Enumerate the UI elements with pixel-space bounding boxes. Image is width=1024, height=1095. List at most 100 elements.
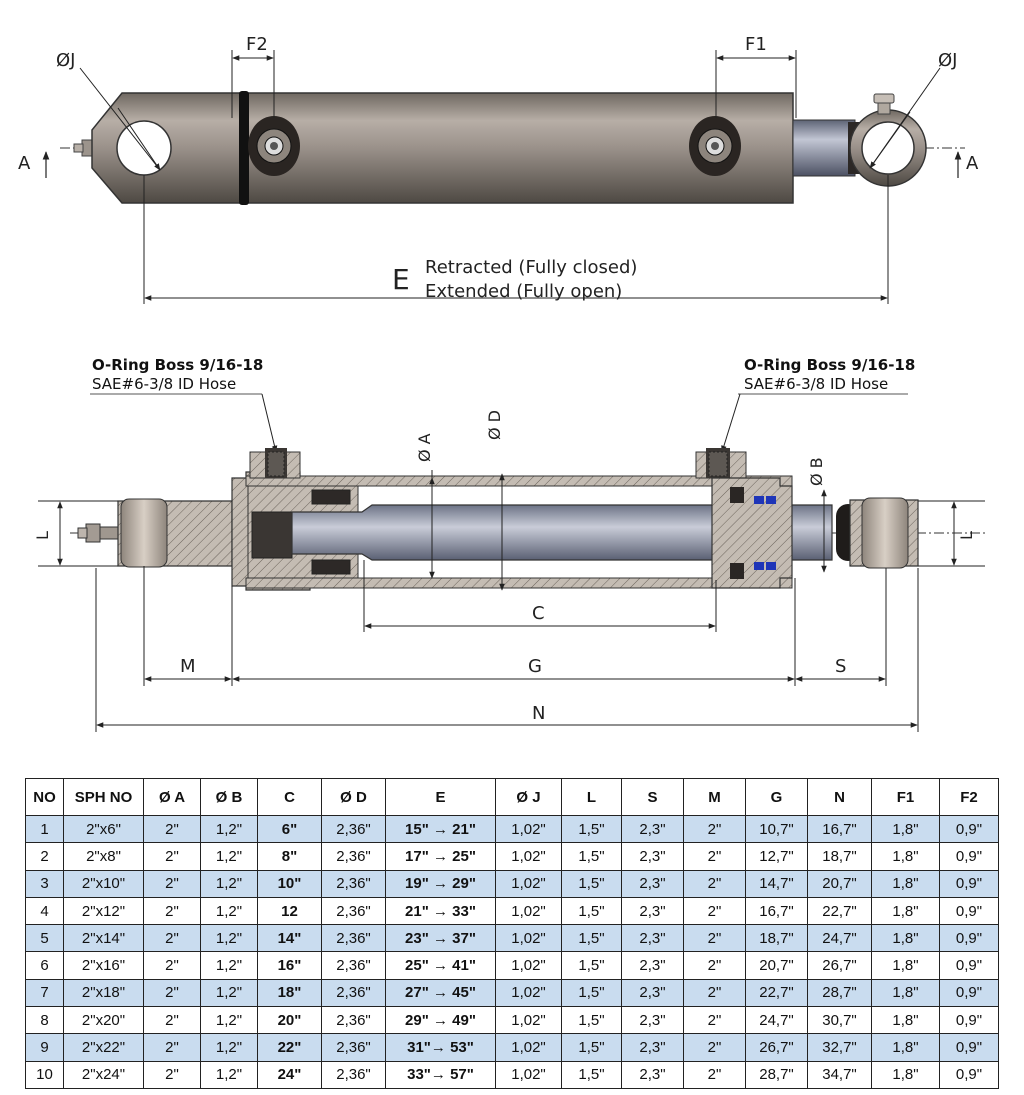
top-view: ØJ ØJ F2 F1 A A E Retracted (Fully close… [18, 34, 979, 304]
table-cell: 1 [25, 814, 64, 844]
label-l-right: L [957, 531, 976, 540]
table-cell: 4 [25, 896, 64, 926]
label-s: S [835, 656, 846, 677]
clevis-pin-section [120, 498, 168, 568]
table-cell: 2,36" [321, 924, 386, 953]
port-right-sub: SAE#6-3/8 ID Hose [744, 375, 888, 393]
table-cell: 34,7" [807, 1060, 872, 1089]
column-header: N [807, 778, 872, 816]
table-cell: 16,7" [745, 896, 808, 926]
table-cell: 2,3" [621, 924, 684, 953]
table-cell: 1,5" [561, 814, 622, 844]
table-cell: 10,7" [745, 814, 808, 844]
table-cell: 6" [257, 814, 322, 844]
table-cell: 28,7" [807, 978, 872, 1008]
column-header: S [621, 778, 684, 816]
label-n: N [532, 703, 545, 724]
table-cell: 1,8" [871, 951, 940, 980]
port-left-top [248, 116, 300, 176]
table-cell: 12 [257, 896, 322, 926]
table-cell: 22" [257, 1033, 322, 1062]
table-cell: 2,36" [321, 1033, 386, 1062]
table-cell: 2,36" [321, 951, 386, 980]
table-cell: 24,7" [745, 1006, 808, 1035]
table-cell: 1,2" [200, 1033, 258, 1062]
label-l-left: L [33, 531, 52, 540]
table-cell: 1,5" [561, 951, 622, 980]
table-cell: 1,2" [200, 951, 258, 980]
label-f2: F2 [246, 34, 268, 55]
table-cell: 2" [143, 896, 201, 926]
table-cell: 2"x8" [63, 842, 144, 871]
table-cell: 1,02" [495, 842, 562, 871]
table-cell: 2" [143, 951, 201, 980]
piston-rod-section [291, 504, 833, 561]
label-a-right: A [966, 153, 979, 174]
table-cell: 2,36" [321, 1060, 386, 1089]
pin-hole-left [116, 120, 172, 176]
table-cell: 2"x22" [63, 1033, 144, 1062]
column-header: M [683, 778, 746, 816]
table-cell: 0,9" [939, 978, 999, 1008]
table-cell: 1,02" [495, 978, 562, 1008]
table-cell: 1,8" [871, 978, 940, 1008]
table-cell: 2,36" [321, 842, 386, 871]
port-left-title: O-Ring Boss 9/16-18 [92, 356, 263, 374]
table-cell: 2" [683, 1033, 746, 1062]
table-cell: 2" [143, 869, 201, 898]
table-cell: 1,02" [495, 951, 562, 980]
table-cell: 2,36" [321, 978, 386, 1008]
table-cell: 1,8" [871, 924, 940, 953]
table-cell: 2"x18" [63, 978, 144, 1008]
table-cell: 1,5" [561, 1060, 622, 1089]
table-cell: 1,5" [561, 1033, 622, 1062]
piston-rod-top [792, 119, 856, 177]
table-cell: 2"x12" [63, 896, 144, 926]
table-cell: 22,7" [745, 978, 808, 1008]
table-cell: 2" [683, 814, 746, 844]
barrel-wall-bottom [245, 577, 793, 589]
table-cell: 28,7" [745, 1060, 808, 1089]
table-cell: 2,3" [621, 842, 684, 871]
table-cell: 2,36" [321, 814, 386, 844]
hydraulic-cylinder-drawing: ØJ ØJ F2 F1 A A E Retracted (Fully close… [18, 34, 985, 732]
column-header: Ø B [200, 778, 258, 816]
port-left-sub: SAE#6-3/8 ID Hose [92, 375, 236, 393]
table-cell: 2"x20" [63, 1006, 144, 1035]
barrel-wall-top [245, 475, 793, 487]
table-cell: 1,5" [561, 924, 622, 953]
table-cell: 1,5" [561, 978, 622, 1008]
port-right-top [689, 116, 741, 176]
column-header: F2 [939, 778, 999, 816]
table-cell: 10" [257, 869, 322, 898]
table-cell: 2 [25, 842, 64, 871]
table-cell: 1,8" [871, 1060, 940, 1089]
label-phi-b: Ø B [807, 457, 826, 486]
table-cell: 0,9" [939, 951, 999, 980]
table-cell: 2,3" [621, 1060, 684, 1089]
table-cell: 2" [143, 1033, 201, 1062]
column-header: Ø A [143, 778, 201, 816]
table-cell: 1,5" [561, 1006, 622, 1035]
table-cell: 2"x10" [63, 869, 144, 898]
table-cell: 2,3" [621, 896, 684, 926]
column-header: SPH NO [63, 778, 144, 816]
table-cell: 22,7" [807, 896, 872, 926]
table-cell: 2" [143, 924, 201, 953]
table-cell: 7 [25, 978, 64, 1008]
table-cell: 2" [683, 1060, 746, 1089]
label-a-left: A [18, 153, 31, 174]
label-phi-j-right: ØJ [938, 50, 957, 71]
table-cell: 1,2" [200, 814, 258, 844]
table-cell: 1,02" [495, 924, 562, 953]
table-cell: 2" [143, 1060, 201, 1089]
table-cell: 20" [257, 1006, 322, 1035]
table-cell: 0,9" [939, 1033, 999, 1062]
table-cell: 15" → 21" [385, 814, 496, 844]
table-cell: 2,36" [321, 896, 386, 926]
rod-eye-pin-section [861, 497, 909, 569]
column-header: L [561, 778, 622, 816]
table-cell: 5 [25, 924, 64, 953]
